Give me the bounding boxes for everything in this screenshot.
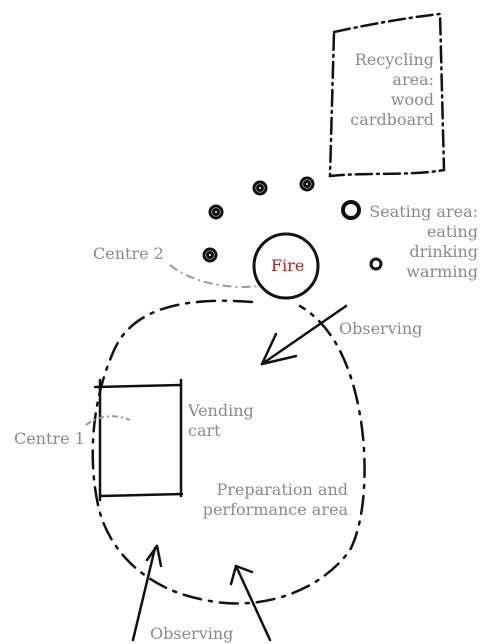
vending-cart-box — [93, 378, 184, 502]
seat-marker — [256, 184, 264, 192]
seat-marker — [212, 208, 220, 216]
label-line: Preparation and — [216, 480, 348, 499]
seat-marker — [369, 257, 383, 271]
observing-arrow — [260, 304, 348, 366]
seat-marker — [341, 200, 361, 220]
seat-marker — [303, 180, 311, 188]
label-line: cart — [188, 421, 221, 440]
label-line: eating — [426, 222, 478, 241]
seat-markers — [202, 176, 383, 271]
centre-2-leader — [169, 264, 259, 288]
fire-label: Fire — [271, 256, 305, 275]
preparation-area-label: Preparation and performance area — [176, 480, 348, 520]
label-line: area: — [392, 70, 434, 89]
recycling-area-outline — [328, 12, 446, 178]
label-line: Vending — [188, 401, 254, 420]
label-line: Recycling — [354, 50, 434, 69]
label-line: drinking — [409, 242, 478, 261]
label-line: cardboard — [350, 110, 434, 129]
performance-area-outline — [91, 299, 366, 605]
label-line: wood — [390, 90, 434, 109]
observing-arrow — [229, 564, 272, 642]
recycling-area-label: Recycling area: wood cardboard — [336, 50, 434, 130]
seating-area-label: Seating area: eating drinking warming — [360, 202, 478, 282]
centre-1-leader — [85, 415, 131, 426]
centre-1-label: Centre 1 — [14, 429, 85, 448]
label-line: Seating area: — [369, 202, 478, 221]
fire-circle — [252, 232, 320, 300]
observing-arrow — [131, 544, 163, 642]
seat-marker — [252, 180, 268, 196]
seat-marker — [206, 251, 214, 259]
label-line: performance area — [202, 500, 348, 519]
label-line: warming — [406, 262, 478, 281]
observing-label-bottom: Observing — [150, 624, 234, 643]
vending-cart-label: Vending cart — [188, 401, 254, 441]
seat-marker — [299, 176, 315, 192]
seat-marker — [208, 204, 224, 220]
seat-marker — [202, 247, 218, 263]
observing-label-right: Observing — [339, 319, 423, 338]
centre-2-label: Centre 2 — [93, 244, 164, 263]
